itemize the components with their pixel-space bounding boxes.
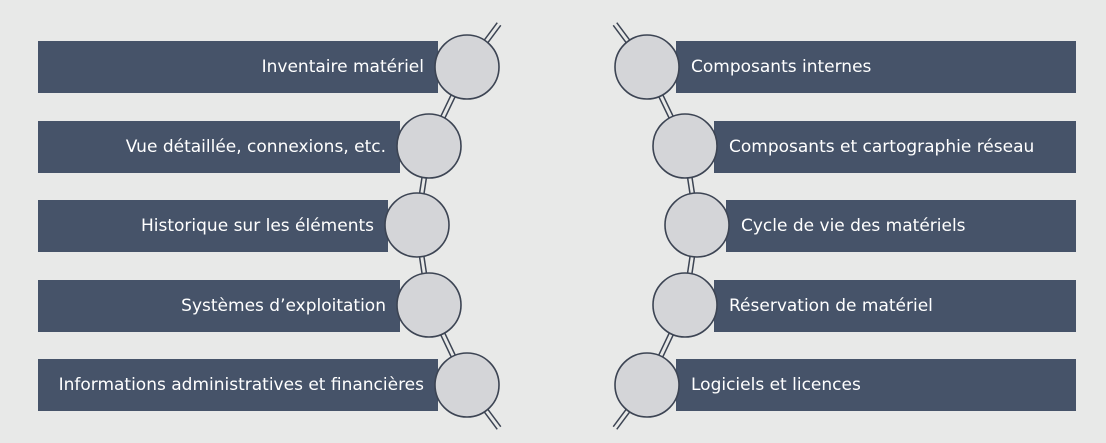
right-item-composants-internes: Composants internes bbox=[676, 41, 1076, 93]
left-chain-node-2 bbox=[396, 113, 462, 179]
right-item-cartographie: Composants et cartographie réseau bbox=[714, 121, 1076, 173]
left-item-informations: Informations administratives et financiè… bbox=[38, 359, 438, 411]
right-item-label: Composants et cartographie réseau bbox=[729, 137, 1035, 157]
left-item-label: Historique sur les éléments bbox=[141, 216, 374, 236]
left-item-label: Informations administratives et financiè… bbox=[58, 375, 424, 395]
left-item-vue-detaillee: Vue détaillée, connexions, etc. bbox=[38, 121, 400, 173]
right-item-label: Composants internes bbox=[691, 57, 872, 77]
left-item-systemes: Systèmes d’exploitation bbox=[38, 280, 400, 332]
left-chain-node-5 bbox=[434, 352, 500, 418]
left-chain-node-1 bbox=[434, 34, 500, 100]
left-item-label: Inventaire matériel bbox=[261, 57, 424, 77]
left-item-label: Systèmes d’exploitation bbox=[181, 296, 386, 316]
right-chain-node-1 bbox=[614, 34, 680, 100]
left-item-historique: Historique sur les éléments bbox=[38, 200, 388, 252]
right-item-label: Réservation de matériel bbox=[729, 296, 933, 316]
right-chain-node-2 bbox=[652, 113, 718, 179]
left-item-inventaire: Inventaire matériel bbox=[38, 41, 438, 93]
right-chain-node-5 bbox=[614, 352, 680, 418]
right-item-logiciels: Logiciels et licences bbox=[676, 359, 1076, 411]
right-item-label: Cycle de vie des matériels bbox=[741, 216, 966, 236]
left-chain-node-4 bbox=[396, 272, 462, 338]
right-item-label: Logiciels et licences bbox=[691, 375, 861, 395]
left-chain-node-3 bbox=[384, 192, 450, 258]
right-chain-node-4 bbox=[652, 272, 718, 338]
right-chain-node-3 bbox=[664, 192, 730, 258]
left-item-label: Vue détaillée, connexions, etc. bbox=[125, 137, 386, 157]
right-item-cycle-de-vie: Cycle de vie des matériels bbox=[726, 200, 1076, 252]
right-item-reservation: Réservation de matériel bbox=[714, 280, 1076, 332]
